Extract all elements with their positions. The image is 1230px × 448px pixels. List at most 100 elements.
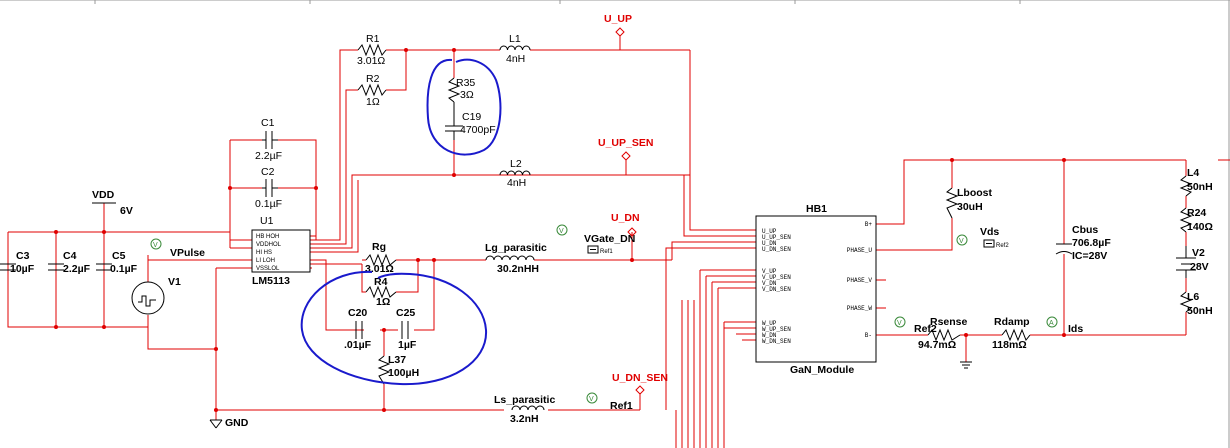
r1-name: R1 bbox=[366, 33, 380, 45]
capacitor-c5[interactable]: C5 0.1µF bbox=[96, 250, 138, 275]
u1-pin-4: LI LOH bbox=[256, 258, 275, 264]
capacitor-c19[interactable]: C19 4700pF bbox=[445, 111, 496, 140]
resistor-r24[interactable]: R24 140Ω bbox=[1179, 207, 1213, 233]
u-up-text: U_UP bbox=[604, 13, 632, 25]
ground-gnd[interactable]: GND bbox=[209, 417, 249, 429]
svg-text:V: V bbox=[559, 228, 564, 235]
capacitor-c1[interactable]: C1 2.2µF bbox=[255, 117, 282, 162]
capacitor-c2[interactable]: C2 0.1µF bbox=[255, 166, 282, 210]
capacitor-c20[interactable]: C20 .01µF bbox=[344, 307, 372, 351]
inductor-lboost[interactable]: Lboost 30uH bbox=[945, 187, 992, 219]
c25-value: 1µF bbox=[398, 339, 417, 351]
capacitor-c25[interactable]: C25 1µF bbox=[396, 307, 417, 351]
resistor-r1[interactable]: R1 3.01Ω bbox=[357, 33, 387, 67]
c19-value: 4700pF bbox=[460, 124, 496, 136]
vds-name: Vds bbox=[980, 226, 999, 238]
svg-text:V_UP: V_UP bbox=[762, 268, 777, 275]
resistor-rsense[interactable]: Rsense Ref2 94.7mΩ bbox=[914, 316, 968, 351]
svg-text:U_DN_SEN: U_DN_SEN bbox=[762, 246, 791, 253]
voltage-probe-u-dn-sen[interactable]: V Ref1 bbox=[586, 392, 633, 412]
annotation-circle-top bbox=[426, 58, 502, 156]
battery-v2[interactable]: V2 28V bbox=[1176, 246, 1209, 278]
resistor-r35[interactable]: R35 3Ω bbox=[447, 77, 475, 126]
r1-value: 3.01Ω bbox=[357, 55, 385, 67]
vgate-ref: Ref1 bbox=[600, 249, 613, 255]
resistor-rdamp[interactable]: Rdamp 118mΩ bbox=[992, 316, 1031, 351]
module-hb1[interactable]: HB1 GaN_Module U_UP U_UP_SEN U_DN U_DN_S… bbox=[755, 203, 877, 376]
u-dn-sen-text: U_DN_SEN bbox=[612, 372, 668, 384]
ic-u1-lm5113[interactable]: U1 LM5113 HB HOH VDDHOL HI HS LI LOH VSS… bbox=[251, 215, 311, 287]
capacitor-cbus[interactable]: Cbus 706.8µF IC=28V bbox=[1055, 224, 1111, 262]
vdd-name: VDD bbox=[92, 189, 115, 201]
svg-text:B-: B- bbox=[865, 332, 872, 339]
svg-text:V: V bbox=[959, 238, 964, 245]
rsense-ref: Ref2 bbox=[914, 323, 937, 335]
svg-text:W_UP: W_UP bbox=[762, 320, 777, 327]
svg-text:U_DN: U_DN bbox=[762, 240, 777, 247]
lboost-name: Lboost bbox=[957, 187, 992, 199]
inductor-l4[interactable]: L4 50nH bbox=[1179, 167, 1213, 197]
current-probe-ids[interactable]: A Ids bbox=[1046, 316, 1083, 335]
inductor-l37[interactable]: L37 100µH bbox=[377, 354, 419, 385]
svg-text:V_UP_SEN: V_UP_SEN bbox=[762, 274, 791, 281]
voltage-probe-vds[interactable]: V Vds Ref2 bbox=[956, 226, 1009, 249]
inductor-l2[interactable]: L2 4nH bbox=[499, 158, 531, 189]
c3-name: C3 bbox=[16, 250, 30, 262]
net-label-u-up: U_UP bbox=[604, 13, 632, 37]
svg-text:PHASE_U: PHASE_U bbox=[847, 247, 873, 254]
r2-value: 1Ω bbox=[366, 96, 380, 108]
voltage-probe-rsense[interactable]: V bbox=[894, 316, 906, 328]
c2-value: 0.1µF bbox=[255, 198, 282, 210]
gnd-name: GND bbox=[225, 417, 249, 429]
u1-pin-3: HI HS bbox=[256, 250, 272, 256]
v2-value: 28V bbox=[1190, 261, 1209, 273]
l2-value: 4nH bbox=[507, 177, 526, 189]
svg-text:W_UP_SEN: W_UP_SEN bbox=[762, 326, 791, 333]
cbus-ic: IC=28V bbox=[1072, 250, 1107, 262]
vpulse-label: VPulse bbox=[170, 247, 205, 259]
hb1-name: HB1 bbox=[806, 203, 827, 215]
junctions bbox=[54, 48, 1066, 412]
lboost-value: 30uH bbox=[957, 201, 983, 213]
net-label-u-up-sen: U_UP_SEN bbox=[598, 137, 653, 161]
inductor-ls-parasitic[interactable]: Ls_parasitic 3.2nH bbox=[494, 394, 555, 425]
resistor-r4[interactable]: R4 1Ω bbox=[365, 276, 397, 308]
u-dn-text: U_DN bbox=[611, 212, 640, 224]
c4-name: C4 bbox=[63, 250, 77, 262]
svg-text:V: V bbox=[153, 242, 158, 249]
c2-name: C2 bbox=[261, 166, 275, 178]
resistor-rg[interactable]: Rg 3.01Ω bbox=[365, 241, 397, 275]
u1-pin-5: VSSLOL bbox=[256, 266, 280, 272]
r2-name: R2 bbox=[366, 73, 380, 85]
u1-part: LM5113 bbox=[252, 275, 290, 287]
r35-name: R35 bbox=[456, 77, 475, 89]
source-v1[interactable]: V1 VPulse bbox=[131, 247, 205, 315]
inductor-l1[interactable]: L1 4nH bbox=[499, 33, 531, 65]
lg-value: 30.2nHH bbox=[497, 263, 539, 275]
l1-name: L1 bbox=[509, 33, 521, 45]
c1-value: 2.2µF bbox=[255, 150, 282, 162]
annotation-circle-bottom bbox=[300, 270, 488, 386]
lg-name: Lg_parasitic bbox=[485, 242, 547, 254]
inductor-lg-parasitic[interactable]: Lg_parasitic 30.2nHH bbox=[485, 242, 547, 275]
supply-vdd[interactable]: VDD 6V bbox=[92, 189, 133, 217]
c19-name: C19 bbox=[462, 111, 481, 123]
resistor-r2[interactable]: R2 1Ω bbox=[357, 73, 387, 108]
svg-text:B+: B+ bbox=[865, 221, 873, 228]
svg-text:PHASE_W: PHASE_W bbox=[847, 305, 873, 312]
ref1b-text: Ref1 bbox=[610, 400, 633, 412]
voltage-probe-vpulse[interactable]: V bbox=[150, 238, 162, 250]
ls-value: 3.2nH bbox=[510, 413, 539, 425]
svg-text:W_DN: W_DN bbox=[762, 332, 777, 339]
voltage-probe-vgate-dn[interactable]: V VGate_DN Ref1 bbox=[556, 224, 635, 255]
c20-name: C20 bbox=[348, 307, 367, 319]
capacitor-c3[interactable]: C3 10µF bbox=[0, 250, 35, 275]
inductor-l6[interactable]: L6 50nH bbox=[1179, 291, 1213, 317]
capacitor-c4[interactable]: C4 2.2µF bbox=[48, 250, 91, 275]
l6-value: 50nH bbox=[1187, 305, 1213, 317]
c4-value: 2.2µF bbox=[63, 263, 91, 275]
ids-name: Ids bbox=[1068, 323, 1083, 335]
l2-name: L2 bbox=[510, 158, 522, 170]
